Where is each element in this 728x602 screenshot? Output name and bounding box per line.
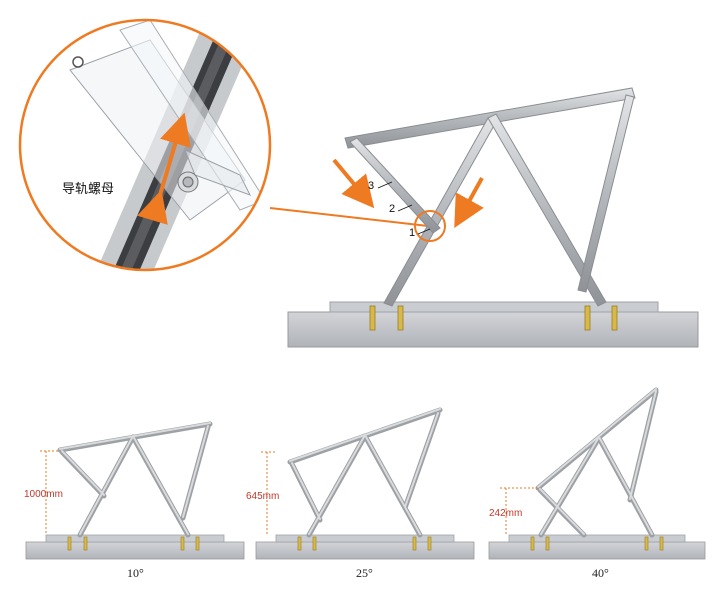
- main-arrow-left: [332, 158, 375, 209]
- rail-nut-label: 导轨螺母: [62, 181, 115, 196]
- variant-1-height-label: 1000mm: [24, 489, 63, 500]
- main-anchor-bolts: [369, 305, 618, 331]
- part-label-1: 1: [409, 227, 416, 239]
- main-mount-structure: [287, 87, 699, 348]
- zoom-circle-border: [18, 18, 272, 272]
- variant-2-angle-label: 25°: [356, 566, 373, 580]
- leader-2: [397, 204, 413, 212]
- zoom-callout: [18, 18, 429, 272]
- main-front-leg: [383, 117, 497, 307]
- variant-3-ground-rail: [508, 534, 686, 543]
- callout-leader-line: [269, 207, 429, 227]
- variant-40-deg: [488, 387, 706, 560]
- part-label-3: 3: [368, 180, 375, 192]
- variant-3-height-label: 242mm: [489, 508, 523, 519]
- leader-1: [417, 228, 431, 235]
- variant-1-angle-label: 10°: [127, 566, 144, 580]
- main-concrete-base: [287, 311, 699, 348]
- variant-25-deg: [255, 407, 475, 560]
- variant-3-angle-label: 40°: [592, 566, 609, 580]
- main-adjustable-strut: [349, 137, 441, 234]
- variant-10-deg: [25, 421, 245, 560]
- variant-2-ground-rail: [275, 534, 455, 543]
- part-label-2: 2: [389, 203, 396, 215]
- variant-3-base: [488, 541, 706, 560]
- variant-1-base: [25, 541, 245, 560]
- variant-2-height-label: 645mm: [246, 491, 280, 502]
- leader-3: [377, 181, 393, 189]
- main-detail-circle: [414, 210, 446, 242]
- main-ground-rail: [329, 301, 659, 313]
- variant-2-base: [255, 541, 475, 560]
- variant-1-ground-rail: [45, 534, 225, 543]
- main-rear-leg: [577, 94, 635, 293]
- zoom-detail-view: [20, 20, 270, 270]
- rail-nut-bolt: [177, 171, 199, 193]
- main-rear-diagonal: [487, 113, 607, 307]
- slide-direction-arrow: [137, 112, 191, 225]
- main-arrow-right: [454, 177, 484, 228]
